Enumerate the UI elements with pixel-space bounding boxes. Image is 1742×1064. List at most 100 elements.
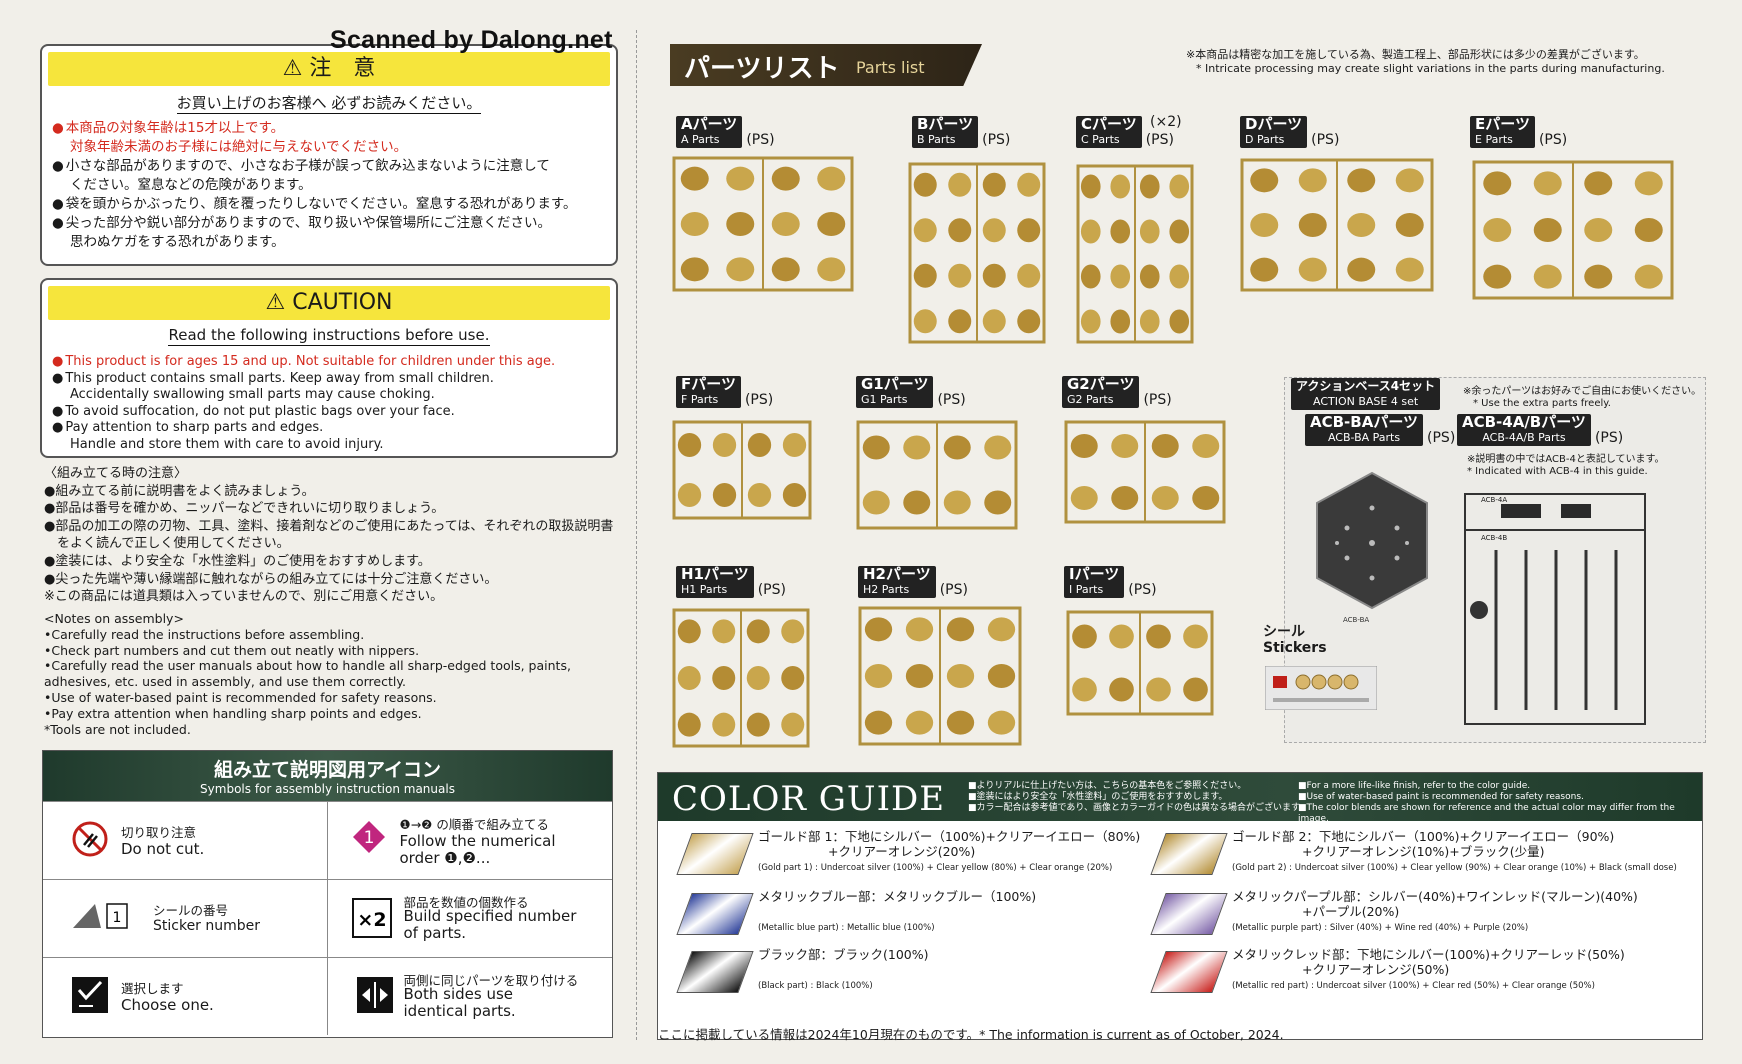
parts-runner xyxy=(1240,158,1434,292)
color-recipe-jp: メタリックレッド部：下地にシルバー(100%)+クリアーレッド(50%)+クリア… xyxy=(1232,947,1625,977)
action-base-en: ACTION BASE 4 set xyxy=(1312,395,1419,408)
parts-list-note: ※本商品は精密な加工を施している為、製造工程上、部品形状には多少の差異がございま… xyxy=(1186,48,1665,76)
symbol-cell-both-sides: 両側に同じパーツを取り付ける Both sides use identical … xyxy=(327,957,612,1035)
parts-runner xyxy=(856,420,1018,530)
parts-list-banner: パーツリスト Parts list xyxy=(670,44,982,86)
warning-item: This product is for ages 15 and up. Not … xyxy=(52,354,606,371)
warning-item: Handle and store them with care to avoid… xyxy=(70,436,384,452)
caution-subtitle-en: Read the following instructions before u… xyxy=(168,326,490,346)
note-line: <Notes on assembly> xyxy=(44,611,184,626)
sticker-number-icon: 1 xyxy=(73,903,128,929)
action-base-jp: アクションベース4セット xyxy=(1296,379,1436,393)
warning-item: 対象年齢未満のお子様には絶対に与えないでください。 xyxy=(70,139,408,155)
color-swatch xyxy=(1150,951,1228,993)
color-recipe-jp: ブラック部：ブラック(100%) xyxy=(758,947,929,962)
warning-item: Accidentally swallowing small parts may … xyxy=(70,387,435,402)
page-divider xyxy=(636,30,638,1040)
parts-type: (PS) xyxy=(937,392,966,408)
color-recipe-en: (Metallic blue part) : Metallic blue (10… xyxy=(758,923,935,933)
acb-4ab-note-en: * Indicated with ACB-4 in this guide. xyxy=(1467,466,1648,477)
sticker-sheet xyxy=(1265,666,1377,710)
symbol-cell-do-not-cut: 切り取り注意 Do not cut. xyxy=(43,801,328,879)
color-swatch xyxy=(676,951,754,993)
symbols-table: 組み立て説明図用アイコン Symbols for assembly instru… xyxy=(42,750,613,1038)
watermark: Scanned by Dalong.net xyxy=(330,26,613,54)
warning-item: This product contains small parts. Keep … xyxy=(52,371,606,388)
acb-ba-runner xyxy=(1316,471,1428,610)
symbol-en-3: Build specified number of parts. xyxy=(403,907,577,942)
acb-ba-type: (PS) xyxy=(1427,430,1456,446)
parts-type: (PS) xyxy=(1145,132,1174,148)
symbol-jp-2: シールの番号 xyxy=(153,903,229,918)
symbols-title-jp: 組み立て説明図用アイコン xyxy=(213,759,442,781)
color-recipe-jp: メタリックブルー部：メタリックブルー（100%) xyxy=(758,889,1037,904)
note-line: adhesives, etc. used in assembly, and us… xyxy=(44,674,406,690)
color-guide-notes-en: ■For a more life-like finish, refer to t… xyxy=(1298,781,1675,824)
warning-item: Pay attention to sharp parts and edges. xyxy=(52,420,606,437)
symbol-en-5: Both sides use identical parts. xyxy=(403,985,516,1020)
acb-ba-runner-label: ACB-BA xyxy=(1343,616,1370,624)
note-line: *Tools are not included. xyxy=(44,721,191,737)
both-sides-icon xyxy=(356,977,393,1013)
parts-runner xyxy=(1064,420,1226,524)
action-base-extra-jp: ※余ったパーツはお好みでご自由にお使いください。 xyxy=(1463,386,1702,397)
parts-list-note-jp: ※本商品は精密な加工を施している為、製造工程上、部品形状には多少の差異がございま… xyxy=(1186,48,1645,61)
symbol-en-0: Do not cut. xyxy=(121,840,205,858)
symbol-jp-3: 部品を数値の個数作る xyxy=(403,895,529,910)
note-line: ●尖った先端や薄い縁端部に触れながらの組み立てには十分ご注意ください。 xyxy=(44,571,498,587)
note-line: 〈組み立てる時の注意〉 xyxy=(44,466,188,481)
warning-item: ください。窒息などの危険があります。 xyxy=(70,177,312,193)
color-recipe-en: (Metallic red part) : Undercoat silver (… xyxy=(1232,981,1595,991)
stickers-en: Stickers xyxy=(1263,640,1327,656)
symbol-cell-choose: 選択します Choose one. xyxy=(43,957,328,1035)
note-line: をよく読んで正しく使用してください。 xyxy=(44,536,290,552)
multiply-two-icon: ×2 xyxy=(351,898,392,938)
parts-list-note-en: * Intricate processing may create slight… xyxy=(1196,62,1665,75)
color-guide-notes-jp: ■よりリアルに仕上げたい方は、こちらの基本色をご参照ください。 ■塗装にはより安… xyxy=(968,781,1309,813)
symbol-jp-1: ❶→❷ の順番で組み立てる xyxy=(399,817,549,832)
parts-type: (PS) xyxy=(1128,582,1157,598)
color-swatch xyxy=(1150,833,1228,875)
color-recipe-en: (Metallic purple part) : Silver (40%) + … xyxy=(1232,923,1529,933)
symbol-jp-4: 選択します xyxy=(121,981,184,996)
color-recipe-en: (Gold part 2) : Undercoat silver (100%) … xyxy=(1232,863,1677,873)
parts-type: (PS) xyxy=(939,582,968,598)
note-line: •Check part numbers and cut them out nea… xyxy=(44,642,420,658)
note-line: ※この商品には道具類は入っていませんので、別にご用意ください。 xyxy=(44,589,444,605)
action-base-extra-en: * Use the extra parts freely. xyxy=(1473,398,1611,409)
color-swatch xyxy=(676,893,754,935)
parts-runner xyxy=(908,162,1046,344)
acb-4ab-type: (PS) xyxy=(1594,430,1624,446)
symbol-jp-5: 両側に同じパーツを取り付ける xyxy=(403,973,579,988)
color-recipe-jp: メタリックパープル部：シルバー(40%)+ワインレッド(マルーン)(40%)+パ… xyxy=(1232,889,1638,919)
acb-4ab-note-jp: ※説明書の中ではACB-4と表記しています。 xyxy=(1467,454,1665,465)
parts-type: (PS) xyxy=(744,392,774,408)
action-base-label: アクションベース4セット ACTION BASE 4 set xyxy=(1291,378,1441,410)
note-line: •Carefully read the user manuals about h… xyxy=(44,658,571,674)
warning-item: 思わぬケガをする恐れがあります。 xyxy=(70,234,285,250)
parts-type: (PS) xyxy=(1538,132,1568,148)
parts-type: (PS) xyxy=(982,132,1011,148)
color-guide-title: COLOR GUIDE xyxy=(672,779,946,819)
parts-runner xyxy=(858,606,1022,746)
warning-item: To avoid suffocation, do not put plastic… xyxy=(52,404,606,421)
color-guide: COLOR GUIDE ■よりリアルに仕上げたい方は、こちらの基本色をご参照くだ… xyxy=(657,772,1703,1040)
caution-list-en: This product is for ages 15 and up. Not … xyxy=(42,354,616,453)
note-line: •Carefully read the instructions before … xyxy=(44,626,365,642)
parts-runner xyxy=(672,156,854,292)
svg-text:1: 1 xyxy=(113,910,122,926)
stickers-jp: シール xyxy=(1263,624,1305,640)
